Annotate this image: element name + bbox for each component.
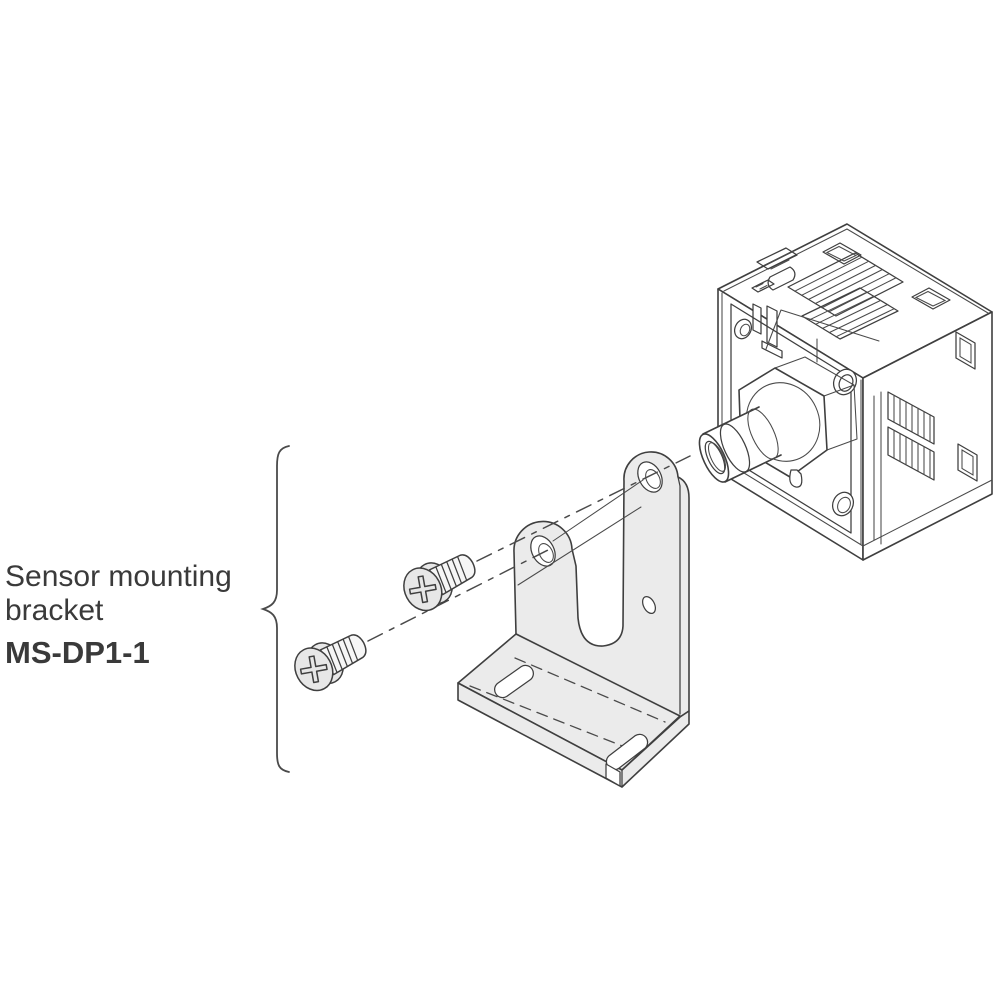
sensor-right-face bbox=[862, 311, 993, 561]
grouping-brace bbox=[260, 445, 290, 773]
bracket-front-arm-hole bbox=[530, 535, 556, 567]
bracket-bend-line-2 bbox=[469, 685, 631, 750]
sensor-right-vent-slots bbox=[887, 391, 935, 481]
sensor-top-connector-details bbox=[751, 266, 880, 363]
screw-axis-dashed-line-2 bbox=[476, 455, 691, 562]
hole-projection-line-lower bbox=[517, 506, 642, 586]
pressure-port bbox=[698, 356, 858, 488]
screw-axis-dashed-line-1 bbox=[367, 547, 553, 642]
bracket-part-number: MS-DP1-1 bbox=[5, 635, 150, 670]
sensor-right-square-hole-2 bbox=[957, 443, 978, 482]
screw-1 bbox=[286, 622, 375, 698]
mounting-bracket bbox=[457, 451, 690, 788]
hole-projection-line-upper bbox=[552, 479, 644, 542]
bracket-rim-notch bbox=[605, 763, 621, 787]
bracket-label: Sensor mounting bracket MS-DP1-1 bbox=[5, 560, 232, 670]
screw-2 bbox=[395, 542, 484, 618]
sensor-right-groove bbox=[873, 391, 882, 545]
sensor-top-square-hole-1 bbox=[822, 242, 862, 265]
sensor-top-vent-grille bbox=[756, 247, 904, 340]
sensor-right-square-hole-1 bbox=[955, 331, 976, 370]
sensor-front-bezel bbox=[730, 303, 852, 534]
sensor-unit bbox=[698, 223, 993, 561]
bracket-base-rim bbox=[457, 682, 690, 788]
port-tube-collar bbox=[719, 423, 751, 473]
bracket-plate-thickness-edge bbox=[677, 476, 681, 715]
bracket-label-line2: bracket bbox=[5, 594, 104, 627]
bracket-bend-line-1 bbox=[514, 657, 666, 723]
bracket-base-slot-1 bbox=[494, 664, 534, 699]
bracket-small-hole bbox=[641, 595, 657, 615]
bracket-label-line1: Sensor mounting bbox=[5, 560, 232, 593]
alignment-axis-lines bbox=[367, 455, 691, 642]
port-tab bbox=[789, 469, 803, 488]
port-tube-tip bbox=[698, 433, 730, 483]
sensor-top-square-hole-2 bbox=[911, 287, 951, 310]
